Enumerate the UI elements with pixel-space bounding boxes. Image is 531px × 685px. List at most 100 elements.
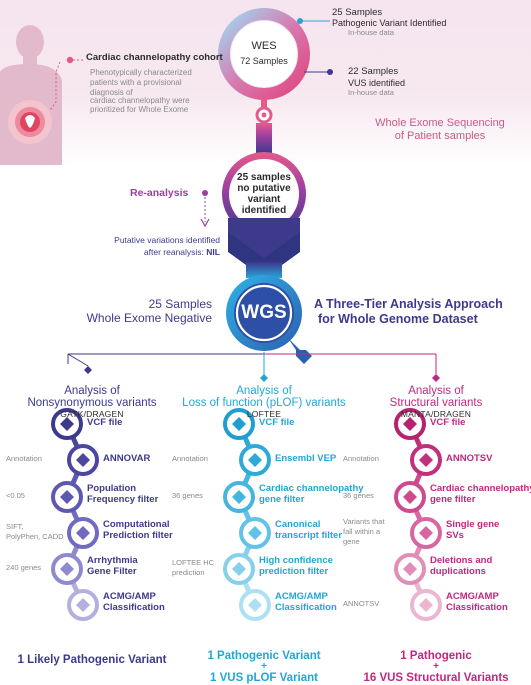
middle-step-6-label-2: Classification [275,602,337,613]
middle-step-2-side-1: Annotation [172,454,208,463]
vus-label: VUS identified [348,78,406,88]
middle-step-3-label-2: gene filter [259,494,305,505]
left-title-2: Nonsynonymous variants [27,397,157,409]
center-text-2: no putative [237,183,291,194]
right-step-4-side-2: fall within a [343,527,381,536]
center-text-4: identified [241,205,287,216]
left-step-node-5 [51,553,83,585]
middle-step-2-label-1: Ensembl VEP [275,453,337,464]
left-step-5-side-1: 240 genes [6,563,42,572]
pathogenic-count: 25 Samples [332,7,383,18]
left-step-4-label-2: Prediction filter [103,530,173,541]
left-step-2-label-1: ANNOVAR [103,453,151,464]
wgs-label: WGS [241,302,287,323]
right-step-3-label-1: Cardiac channelopathy [430,483,531,494]
putative-line-2-text: after reanalysis: [143,247,204,257]
cohort-desc-3: diagnosis of [90,88,133,97]
right-step-node-5 [394,553,426,585]
right-step-3-side-1: 36 genes [343,491,374,500]
center-text-3: variant [247,194,281,205]
negative-1: 25 Samples [148,297,212,311]
vus-count: 22 Samples [348,66,399,77]
left-step-6-label-2: Classification [103,602,165,613]
middle-step-node-5 [223,553,255,585]
right-step-4-side-3: gene [343,537,360,546]
right-step-3-label-2: gene filter [430,494,476,505]
putative-line-1: Putative variations identified [114,235,220,245]
reanalysis-label: Re-analysis [130,187,189,199]
right-step-6-side-1: ANNOTSV [343,599,380,608]
middle-step-1-label-1: VCF file [259,417,295,428]
middle-step-4-label-1: Canonical [275,519,321,530]
right-step-5-label-1: Deletions and [430,555,493,566]
left-step-3-side-1: <0.05 [6,491,25,500]
negative-2: Whole Exome Negative [86,311,212,325]
left-step-4-side-1: SIFT, [6,522,24,531]
center-text-1: 25 samples [237,172,291,183]
middle-step-6-label-1: ACMG/AMP [275,591,328,602]
left-step-node-2 [67,444,99,476]
middle-step-5-side-1: LOFTEE HC [172,558,215,567]
middle-title-2: Loss of function (pLOF) variants [182,397,346,409]
right-step-6-label-1: ACMG/AMP [446,591,499,602]
left-tool: GATK/DRAGEN [60,409,124,419]
right-step-node-4 [410,517,442,549]
middle-tool: LOFTEE [246,409,282,419]
middle-step-node-2 [239,444,271,476]
wes-label: WES [251,40,277,52]
right-step-2-side-1: Annotation [343,454,379,463]
right-title-1: Analysis of [408,385,464,397]
right-step-4-label-1: Single gene [446,519,500,530]
left-step-node-4 [67,517,99,549]
left-step-2-side-1: Annotation [6,454,42,463]
left-step-6-label-1: ACMG/AMP [103,591,156,602]
middle-step-4-label-2: transcript filter [275,530,343,541]
middle-step-5-side-2: prediction [172,568,205,577]
right-result-1: 1 Pathogenic [400,650,472,662]
middle-title-1: Analysis of [236,385,292,397]
cohort-desc-2: patients with a provisional [90,78,182,87]
left-step-4-side-2: PolyPhen, CADD [6,532,64,541]
right-step-4-side-1: Variants that [343,517,385,526]
middle-result-1: 1 Pathogenic Variant [207,650,321,662]
middle-step-node-6 [239,589,271,621]
pathogenic-label: Pathogenic Variant Identified [332,18,447,28]
vus-sub: In-house data [348,88,394,97]
right-step-4-label-2: SVs [446,530,464,541]
left-step-1-label-1: VCF file [87,417,123,428]
cohort-desc-4: cardiac channelopathy were [90,96,190,105]
right-step-1-label-1: VCF file [430,417,466,428]
wes-caption-1: Whole Exome Sequencing [375,117,505,129]
right-step-node-3 [394,481,426,513]
wes-caption-2: of Patient samples [394,130,486,142]
right-title-2: Structural variants [389,397,483,409]
patient-silhouette-icon [0,25,62,165]
middle-step-node-1 [223,408,255,440]
left-step-3-label-1: Population [87,483,137,494]
pathogenic-sub: In-house data [348,28,394,37]
putative-nil: NIL [206,247,220,257]
right-tool: MANTA/DRAGEN [400,409,472,419]
right-result-3: 16 VUS Structural Variants [363,672,509,684]
left-title-1: Analysis of [64,385,120,397]
middle-step-3-label-1: Cardiac channelopathy [259,483,364,494]
middle-result-2: + [261,661,267,672]
left-step-3-label-2: Frequency filter [87,494,159,505]
right-step-node-1 [394,408,426,440]
left-result-1: 1 Likely Pathogenic Variant [17,654,167,666]
cohort-desc-1: Phenotypically characterized [90,68,192,77]
left-step-4-label-1: Computational [103,519,170,530]
putative-line-2: after reanalysis: NIL [60,247,220,258]
cohort-dot-icon [66,56,74,64]
wes-count: 72 Samples [240,56,288,66]
right-step-6-label-2: Classification [446,602,508,613]
cohort-title: Cardiac channelopathy cohort [86,52,223,63]
cohort-desc-5: prioritized for Whole Exome [90,105,189,114]
middle-step-node-3 [223,481,255,513]
three-tier-1: A Three-Tier Analysis Approach [314,297,503,311]
left-step-5-label-2: Gene Filter [87,566,137,577]
right-step-node-2 [410,444,442,476]
left-step-node-1 [51,408,83,440]
